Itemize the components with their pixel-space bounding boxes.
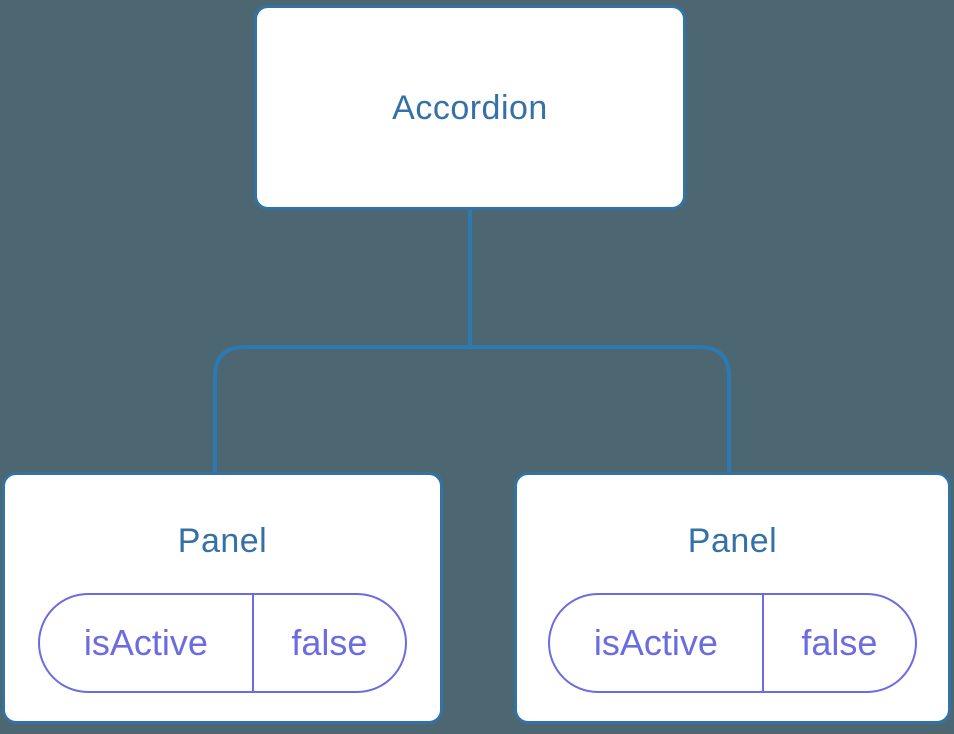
panel-left-label: Panel <box>177 522 268 560</box>
panel-right-label: Panel <box>687 522 778 560</box>
accordion-node-label: Accordion <box>392 88 548 127</box>
panel-left-state-name: isActive <box>40 595 254 691</box>
panel-left-state-pill: isActive false <box>38 593 407 693</box>
panel-left-state-value: false <box>291 622 368 663</box>
panel-right-state-pill: isActive false <box>548 593 917 693</box>
panel-right-state-value: false <box>801 622 878 663</box>
connector-branches <box>213 345 731 474</box>
panel-node-right: Panel isActive false <box>514 472 951 724</box>
accordion-node: Accordion <box>254 5 686 210</box>
panel-right-state-name: isActive <box>550 595 764 691</box>
panel-node-left: Panel isActive false <box>2 472 443 724</box>
